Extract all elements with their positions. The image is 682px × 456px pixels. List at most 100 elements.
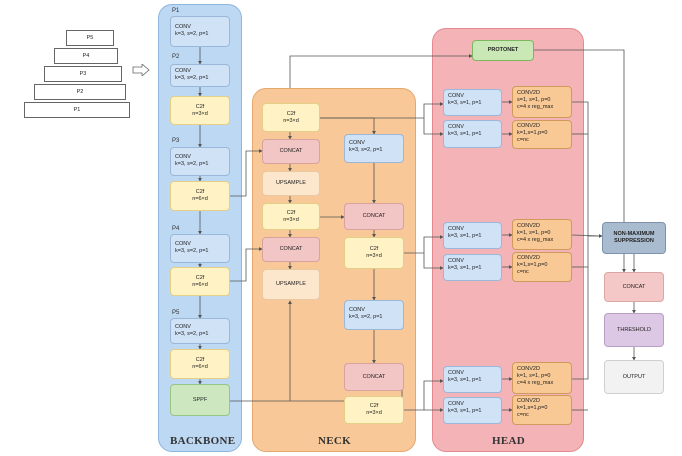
conv-title: CONV (349, 140, 365, 146)
conv2d-line1: k=1, s=1, p=0 (517, 372, 551, 379)
neck-c2f-mid: C2f n=3×d (262, 203, 320, 230)
backbone-title: BACKBONE (170, 435, 236, 447)
arrow-right-icon (132, 64, 150, 76)
conv2d-title: CONV2D (517, 90, 540, 96)
conv2d-line2: c=4 x reg_max (517, 379, 554, 386)
conv2d-line2: c=nc (517, 411, 529, 418)
conv-params: k=3, s=2, p=1 (349, 146, 383, 153)
backbone-conv-p5: CONV k=3, s=2, p=1 (170, 318, 230, 344)
conv-params: k=3, s=1, p=1 (448, 376, 482, 383)
neck-concat-1: CONCAT (262, 139, 320, 164)
neck-c2f-top: C2f n=3×d (262, 103, 320, 132)
conv-title: CONV (175, 68, 191, 74)
conv-params: k=3, s=2, p=1 (175, 330, 209, 337)
c2f-title: C2f (369, 403, 379, 410)
conv2d-line2: c=4 x reg_max (517, 236, 554, 243)
conv-title: CONV (175, 241, 191, 247)
c2f-params: n=3×d (283, 216, 299, 223)
c2f-title: C2f (369, 246, 379, 253)
head-b2-conv-2: CONV k=3, s=1, p=1 (443, 254, 502, 281)
conv-title: CONV (175, 324, 191, 330)
c2f-params: n=3×d (192, 110, 208, 117)
neck-upsample-1: UPSAMPLE (262, 171, 320, 196)
conv2d-line1: k=1, s=1, p=0 (517, 229, 551, 236)
neck-concat-2: CONCAT (262, 237, 320, 262)
conv2d-title: CONV2D (517, 123, 540, 129)
stage-label-p1: P1 (172, 8, 180, 14)
conv2d-line2: c=nc (517, 268, 529, 275)
neck-conv-b: CONV k=3, s=2, p=1 (344, 300, 404, 330)
head-b1-conv-2: CONV k=3, s=1, p=1 (443, 120, 502, 148)
backbone-c2f-p5: C2f n=6×d (170, 349, 230, 379)
conv2d-title: CONV2D (517, 398, 540, 404)
backbone-c2f-p4: C2f n=6×d (170, 267, 230, 296)
pyramid-label: P1 (73, 107, 81, 113)
concat-label: CONCAT (362, 373, 386, 380)
c2f-params: n=6×d (192, 281, 208, 288)
c2f-params: n=6×d (192, 196, 208, 202)
head-title: HEAD (492, 435, 525, 447)
conv-title: CONV (448, 93, 464, 99)
head-b3-conv-1: CONV k=3, s=1, p=1 (443, 366, 502, 393)
conv-params: k=3, s=1, p=1 (448, 407, 482, 414)
conv-title: CONV (448, 124, 464, 130)
c2f-params: n=6×d (192, 364, 208, 370)
neck-c2f-a: C2f n=3×d (344, 237, 404, 269)
head-b2-conv-1: CONV k=3, s=1, p=1 (443, 222, 502, 249)
post-concat: CONCAT (604, 272, 664, 302)
stage-label-p5: P5 (172, 310, 180, 316)
nms-line2: SUPPRESSION (614, 238, 654, 244)
output-label: OUTPUT (622, 373, 646, 380)
head-b1-conv2d-1: CONV2D s=1, s=1, p=0 c=4 x reg_max (512, 86, 572, 118)
conv2d-line1: s=1, s=1, p=0 (517, 96, 551, 103)
concat-label: CONCAT (279, 148, 303, 155)
head-protonet: PROTONET (472, 40, 534, 61)
c2f-title: C2f (195, 357, 205, 364)
conv-title: CONV (448, 401, 464, 407)
conv-title: CONV (448, 226, 464, 232)
head-b1-conv-1: CONV k=3, s=1, p=1 (443, 89, 502, 116)
conv-params: k=3, s=2, p=1 (175, 74, 209, 81)
concat-label: CONCAT (362, 213, 386, 220)
head-b2-conv2d-1: CONV2D k=1, s=1, p=0 c=4 x reg_max (512, 219, 572, 250)
post-output: OUTPUT (604, 360, 664, 394)
neck-c2f-b: C2f n=3×d (344, 396, 404, 424)
conv2d-title: CONV2D (517, 223, 540, 229)
conv-params: k=3, s=2, p=1 (175, 30, 209, 37)
conv-params: k=3, s=1, p=1 (448, 264, 482, 271)
stage-label-p3: P3 (172, 138, 180, 144)
backbone-conv-p2: CONV k=3, s=2, p=1 (170, 64, 230, 87)
backbone-conv-p4: CONV k=3, s=2, p=1 (170, 234, 230, 263)
conv2d-line1: k=1,s=1,p=0 (517, 261, 548, 268)
neck-concat-3: CONCAT (344, 203, 404, 230)
conv-params: k=3, s=2, p=1 (349, 313, 383, 320)
c2f-title: C2f (286, 209, 296, 216)
conv2d-line2: c=4 x reg_max (517, 103, 554, 110)
head-b2-conv2d-2: CONV2D k=1,s=1,p=0 c=nc (512, 252, 572, 282)
conv2d-title: CONV2D (517, 255, 540, 261)
conv2d-line1: k=1,s=1,p=0 (517, 129, 548, 136)
pyramid-level-p4: P4 (54, 48, 118, 64)
pyramid-label: P2 (76, 89, 84, 95)
pyramid-level-p2: P2 (34, 84, 126, 100)
conv-params: k=3, s=2, p=1 (175, 247, 209, 254)
pyramid-label: P5 (86, 35, 94, 41)
pyramid-level-p5: P5 (66, 30, 114, 46)
conv2d-line2: c=nc (517, 136, 529, 143)
c2f-params: n=3×d (283, 117, 299, 124)
backbone-sppf: SPPF (170, 384, 230, 416)
stage-label-p4: P4 (172, 226, 180, 232)
head-b3-conv2d-2: CONV2D k=1,s=1,p=0 c=nc (512, 395, 572, 425)
conv-params: k=3, s=1, p=1 (448, 232, 482, 239)
conv2d-line1: k=1,s=1,p=0 (517, 404, 548, 411)
c2f-title: C2f (195, 274, 205, 281)
threshold-label: THRESHOLD (617, 326, 651, 333)
conv2d-title: CONV2D (517, 366, 540, 372)
nms-line1: NON-MAXIMUM (613, 231, 655, 238)
pyramid-label: P4 (82, 53, 90, 59)
head-b3-conv-2: CONV k=3, s=1, p=1 (443, 397, 502, 424)
pyramid-label: P3 (79, 71, 87, 77)
c2f-title: C2f (195, 103, 205, 110)
neck-upsample-2: UPSAMPLE (262, 269, 320, 300)
